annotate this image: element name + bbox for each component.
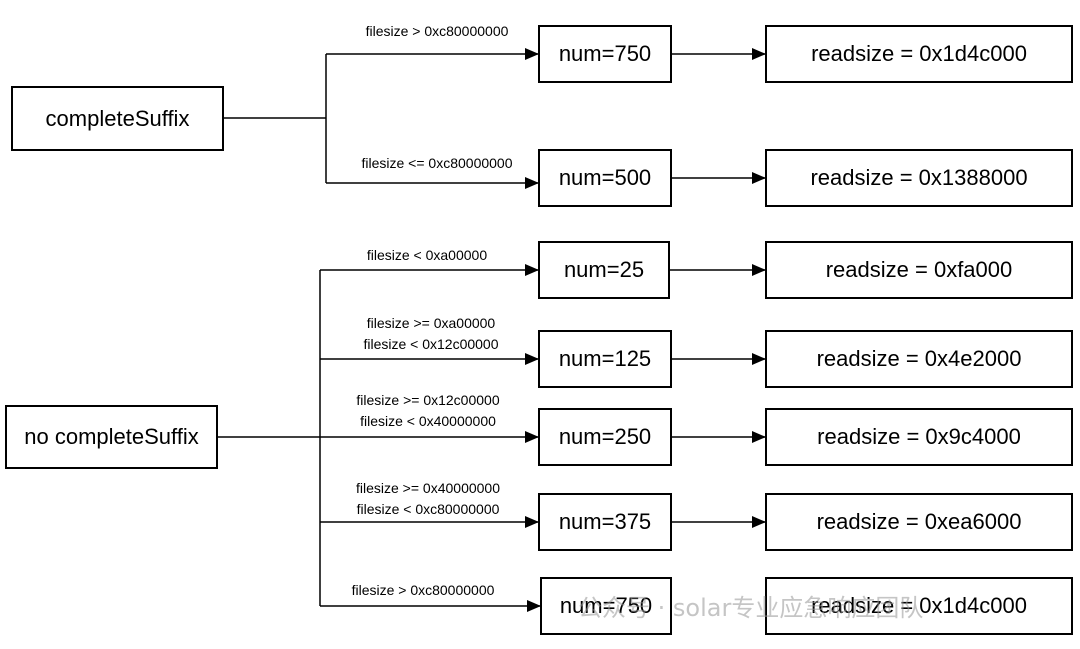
readsize-node: readsize = 0xfa000 <box>765 241 1073 299</box>
condition-label: filesize >= 0x40000000 filesize < 0xc800… <box>323 478 533 520</box>
condition-text: filesize >= 0xa00000 <box>366 315 496 331</box>
condition-label: filesize >= 0x12c00000 filesize < 0x4000… <box>323 390 533 432</box>
num-node: num=750 <box>538 25 672 83</box>
readsize-node: readsize = 0x1d4c000 <box>765 577 1073 635</box>
condition-text: filesize < 0x40000000 <box>360 413 496 429</box>
num-node: num=750 <box>540 577 672 635</box>
condition-text: filesize < 0xa00000 <box>366 247 488 263</box>
condition-text: filesize <= 0xc80000000 <box>361 155 513 171</box>
readsize-node: readsize = 0x4e2000 <box>765 330 1073 388</box>
condition-label: filesize <= 0xc80000000 <box>332 153 542 174</box>
readsize-node: readsize = 0x1388000 <box>765 149 1073 207</box>
num-node: num=25 <box>538 241 670 299</box>
condition-text: filesize > 0xc80000000 <box>365 23 509 39</box>
condition-label: filesize > 0xc80000000 <box>332 21 542 42</box>
num-node: num=125 <box>538 330 672 388</box>
condition-label: filesize >= 0xa00000 filesize < 0x12c000… <box>326 313 536 355</box>
condition-text: filesize > 0xc80000000 <box>351 582 495 598</box>
condition-label: filesize > 0xc80000000 <box>318 580 528 601</box>
condition-text: filesize >= 0x40000000 <box>356 480 500 496</box>
source-node-complete-suffix: completeSuffix <box>11 86 224 151</box>
source-node-no-complete-suffix: no completeSuffix <box>5 405 218 469</box>
readsize-node: readsize = 0x1d4c000 <box>765 25 1073 83</box>
readsize-node: readsize = 0x9c4000 <box>765 408 1073 466</box>
num-node: num=500 <box>538 149 672 207</box>
num-node: num=375 <box>538 493 672 551</box>
readsize-node: readsize = 0xea6000 <box>765 493 1073 551</box>
condition-label: filesize < 0xa00000 <box>322 245 532 266</box>
condition-text: filesize >= 0x12c00000 <box>356 392 500 408</box>
condition-text: filesize < 0x12c00000 <box>363 336 499 352</box>
condition-text: filesize < 0xc80000000 <box>356 501 500 517</box>
num-node: num=250 <box>538 408 672 466</box>
